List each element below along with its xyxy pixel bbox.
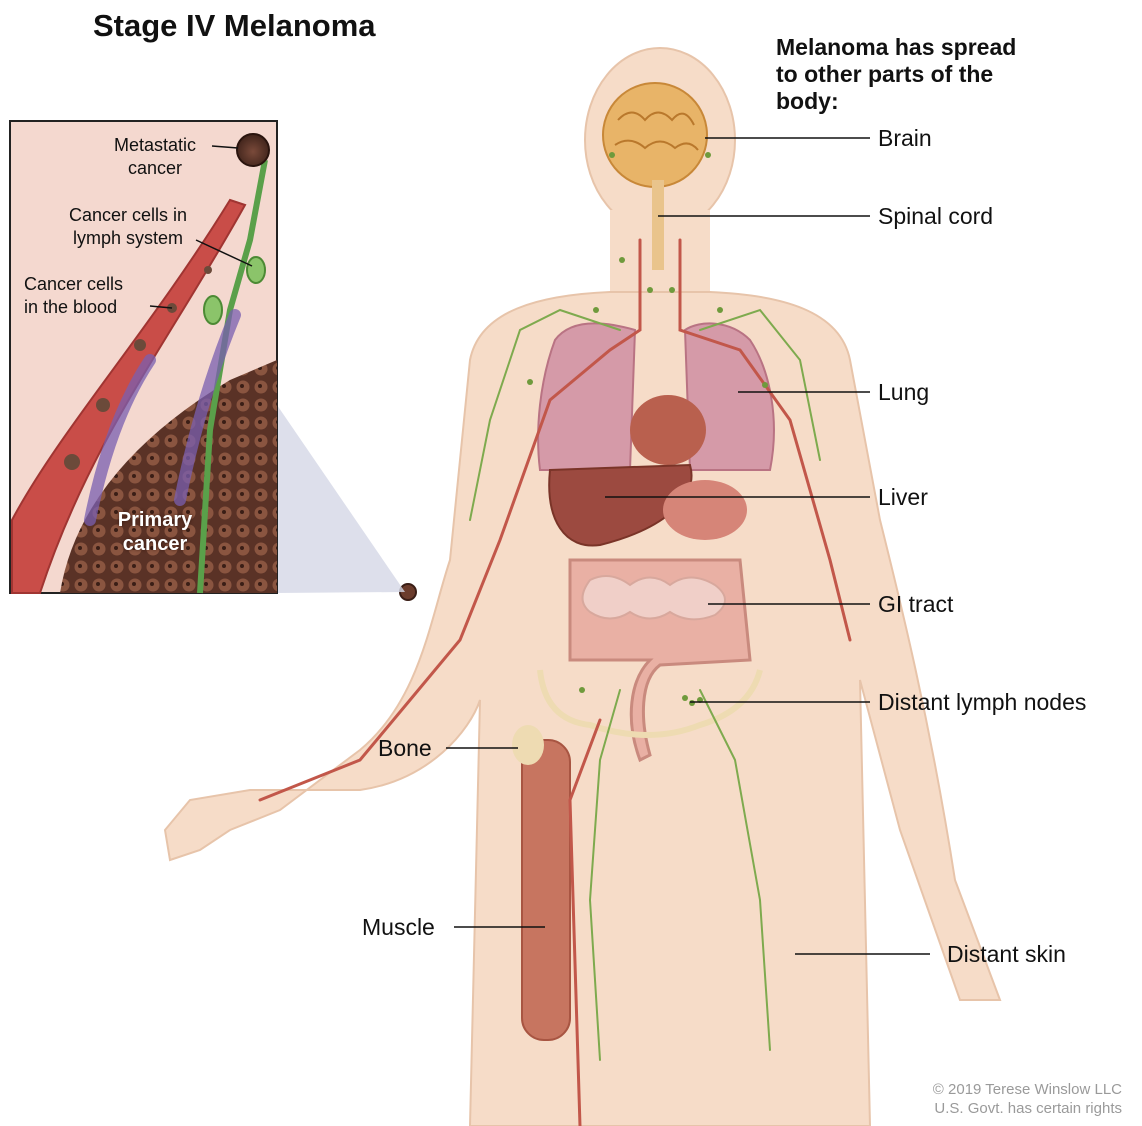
inset-label-line: cancer <box>95 532 215 556</box>
copyright-line: © 2019 Terese Winslow LLC <box>933 1080 1122 1099</box>
inset-label-line: Primary <box>95 508 215 532</box>
label-liver: Liver <box>878 484 928 511</box>
muscle-shape <box>522 740 570 1040</box>
subtitle-line: Melanoma has spread <box>776 34 1116 61</box>
subtitle-line: body: <box>776 88 1116 115</box>
inset-label-line: Cancer cells in <box>38 204 218 227</box>
femur-head-shape <box>512 725 544 765</box>
small-intestine-shape <box>583 576 726 619</box>
inset-label-line: Cancer cells <box>24 273 164 296</box>
inset-label-line: in the blood <box>24 296 164 319</box>
label-bone: Bone <box>378 735 432 762</box>
label-distant-skin: Distant skin <box>947 941 1066 968</box>
inset-label-metastatic-cancer: Metastatic cancer <box>96 134 214 180</box>
metastatic-tumor <box>237 134 269 166</box>
inset-label-line: cancer <box>96 157 214 180</box>
subtitle: Melanoma has spread to other parts of th… <box>776 34 1116 115</box>
brain-shape <box>603 83 707 187</box>
spinal-cord-shape <box>652 180 664 270</box>
copyright-line: U.S. Govt. has certain rights <box>933 1099 1122 1118</box>
label-spinal-cord: Spinal cord <box>878 203 993 230</box>
label-distant-lymph-nodes: Distant lymph nodes <box>878 689 1086 716</box>
inset-label-line: lymph system <box>38 227 218 250</box>
subtitle-line: to other parts of the <box>776 61 1116 88</box>
label-muscle: Muscle <box>362 914 435 941</box>
heart-shape <box>630 395 706 465</box>
copyright: © 2019 Terese Winslow LLC U.S. Govt. has… <box>933 1080 1122 1118</box>
label-lung: Lung <box>878 379 929 406</box>
diagram-title: Stage IV Melanoma <box>93 8 376 44</box>
inset-label-line: Metastatic <box>96 134 214 157</box>
inset-label-blood: Cancer cells in the blood <box>24 273 164 319</box>
inset-label-lymph-system: Cancer cells in lymph system <box>38 204 218 250</box>
label-brain: Brain <box>878 125 932 152</box>
inset-label-primary-cancer: Primary cancer <box>95 508 215 556</box>
zoom-cone <box>277 405 405 593</box>
stomach-shape <box>663 480 747 540</box>
label-gi-tract: GI tract <box>878 591 953 618</box>
